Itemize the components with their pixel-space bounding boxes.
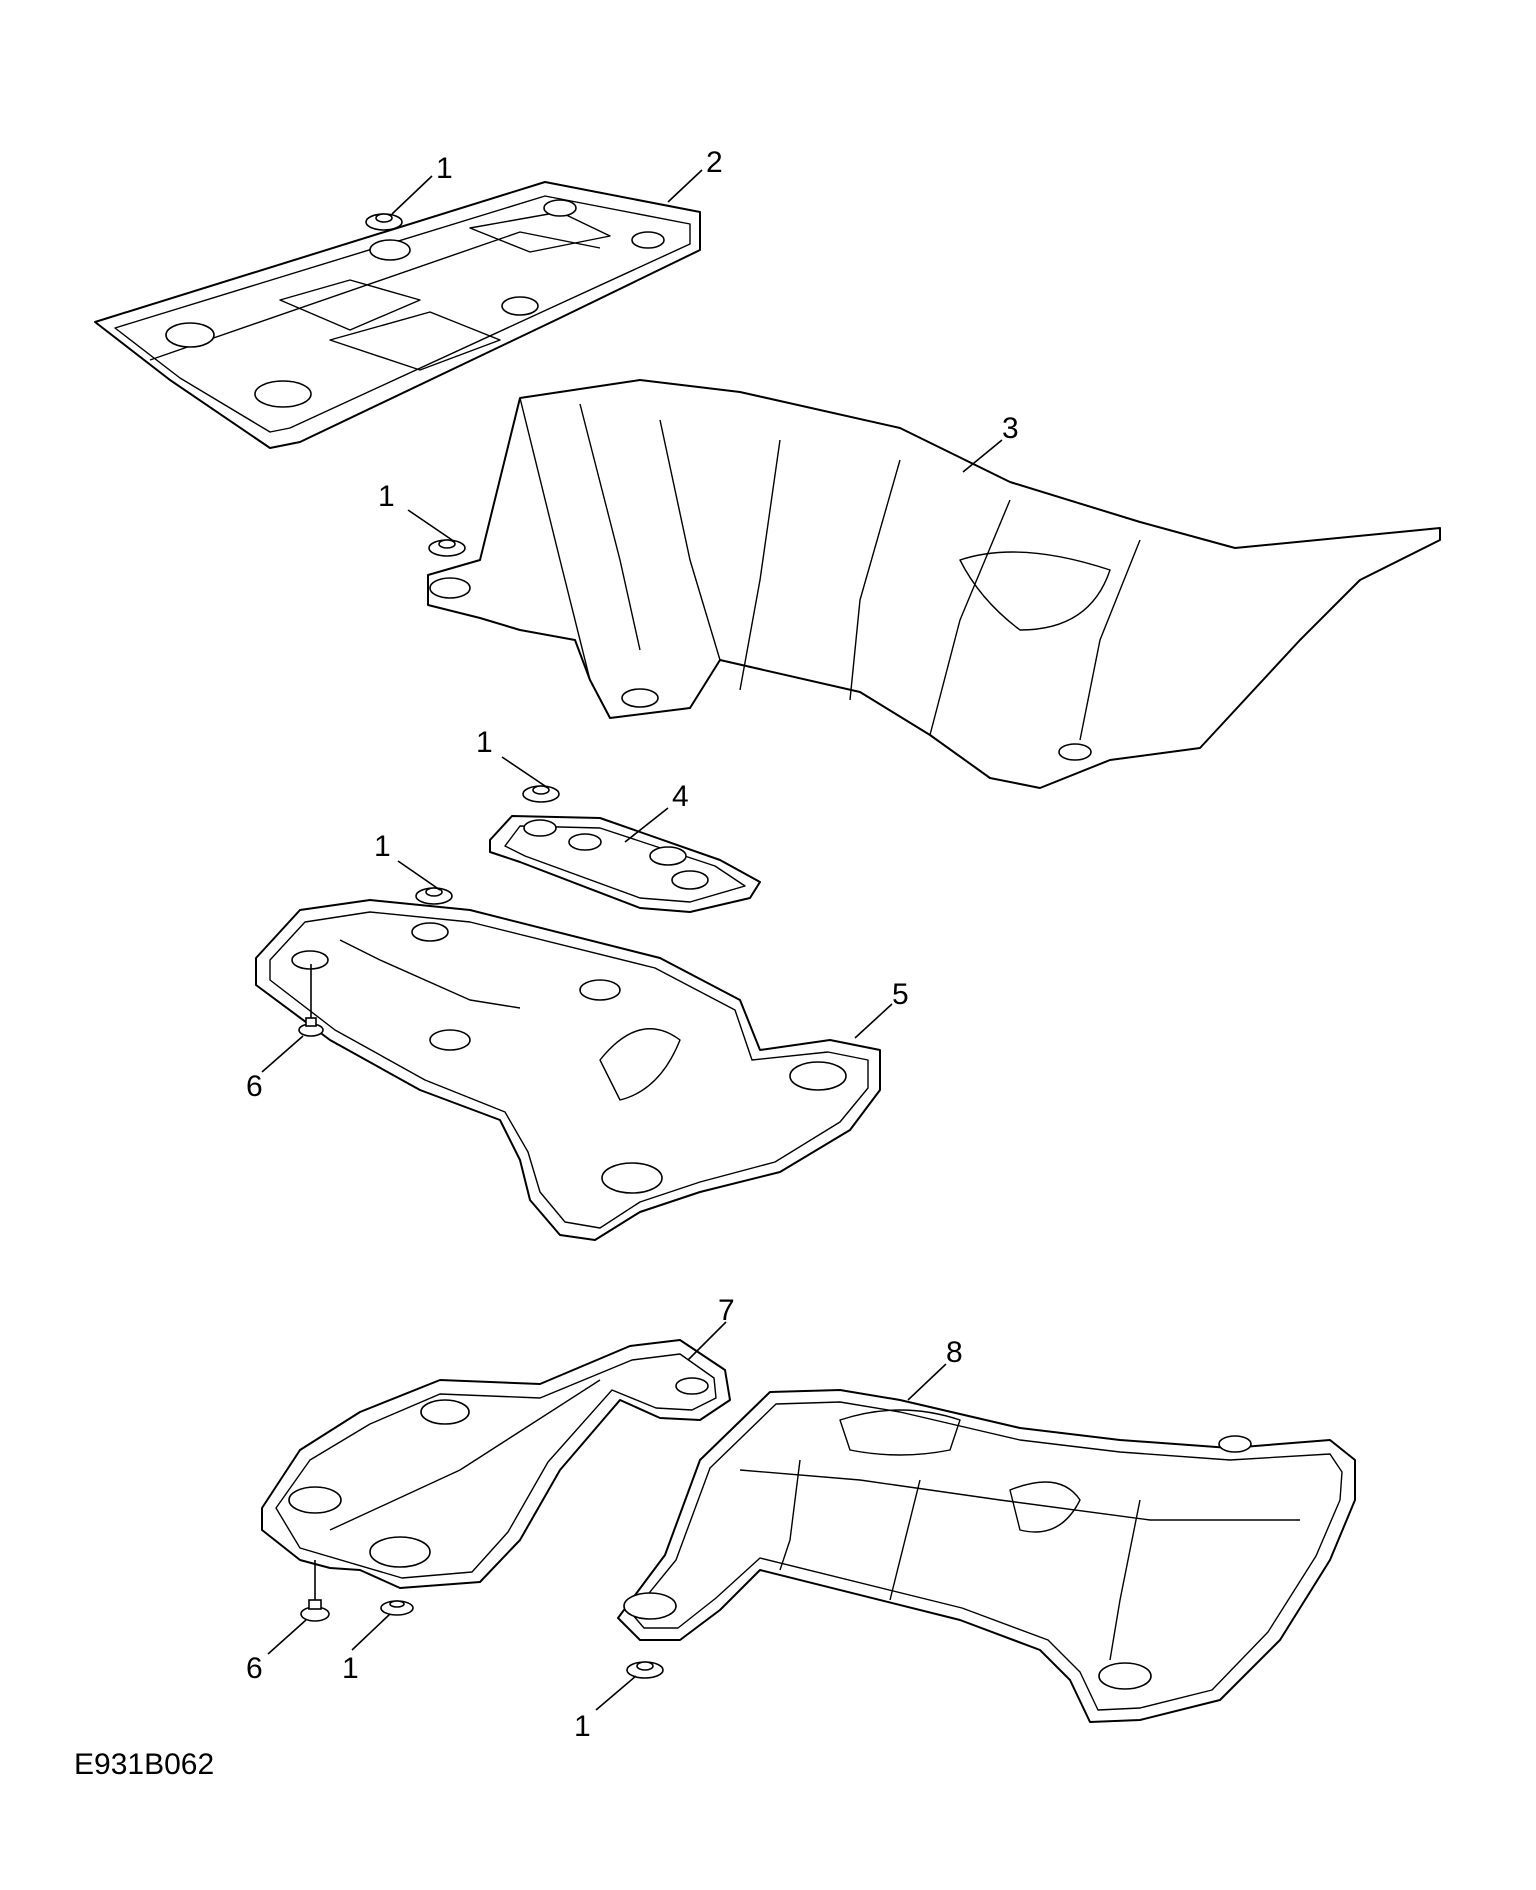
clip-fasteners [298,213,664,1679]
callout-6a: 6 [246,1070,263,1103]
callout-4: 4 [672,780,689,813]
heat-shield-part-5 [255,899,881,1241]
heat-shield-part-4 [489,815,761,913]
callout-6b: 6 [246,1652,263,1685]
heat-shield-part-8 [617,1389,1356,1723]
callout-8: 8 [946,1336,963,1369]
callout-3: 3 [1002,412,1019,445]
callout-1d: 1 [374,830,391,863]
callout-1f: 1 [574,1710,591,1743]
callout-2: 2 [706,146,723,179]
callout-labels: 1 2 1 3 1 4 1 5 6 7 8 6 1 1 [246,146,1019,1743]
heat-shield-part-7 [261,1339,731,1589]
heat-shield-part-3 [427,379,1441,789]
leader-lines [261,169,1003,1711]
diagram-code: E931B062 [74,1748,215,1781]
callout-7: 7 [718,1294,735,1327]
callout-5: 5 [892,978,909,1011]
callout-1c: 1 [476,726,493,759]
callout-1e: 1 [342,1652,359,1685]
heat-shield-part-2 [94,181,701,449]
callout-1b: 1 [378,480,395,513]
callout-1a: 1 [436,152,453,185]
